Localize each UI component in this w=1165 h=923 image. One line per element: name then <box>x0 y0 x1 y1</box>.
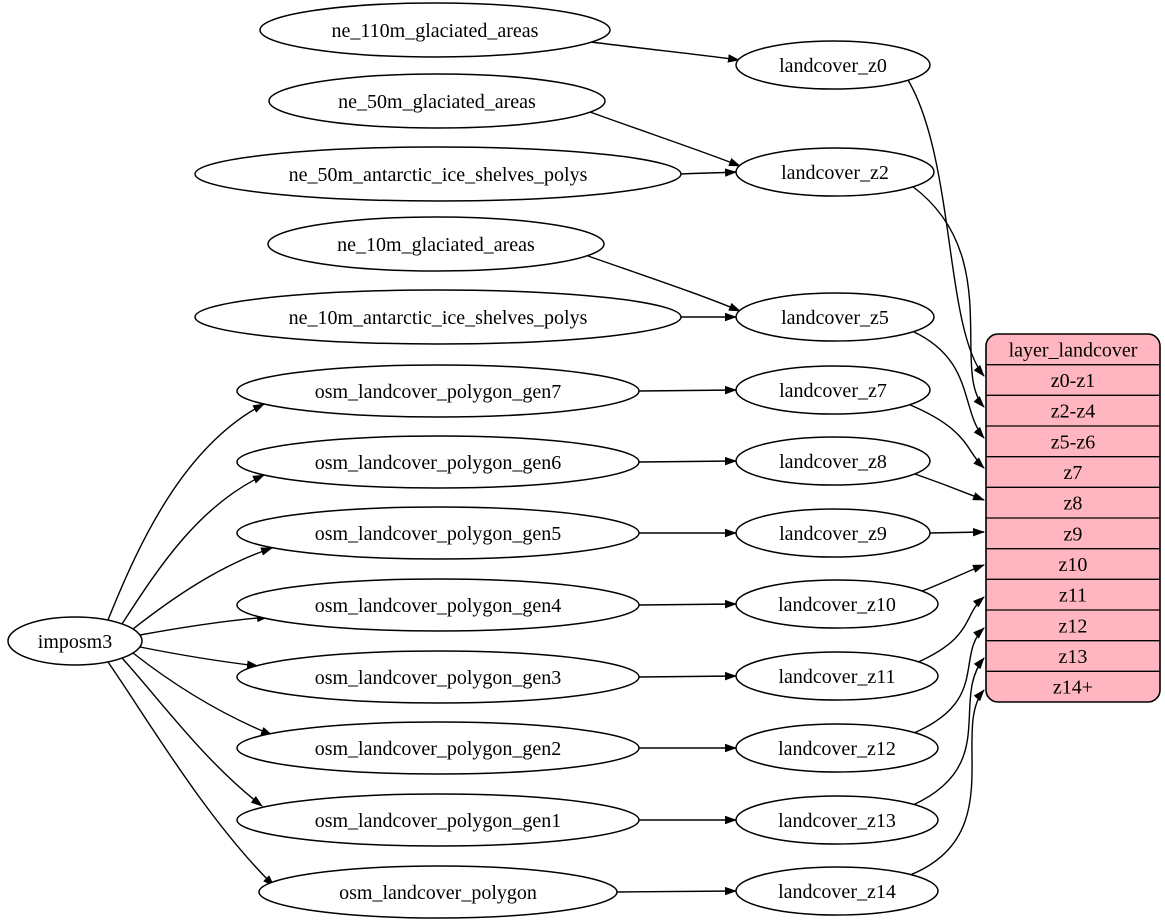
edge-imposm3-to-osm_landcover_polygon <box>107 661 275 887</box>
node-label-osm_landcover_polygon_gen1: osm_landcover_polygon_gen1 <box>315 810 562 832</box>
edge-landcover_z9-to-layer_landcover:z9 <box>929 528 985 537</box>
node-label-ne_10m_antarctic_ice_shelves_polys: ne_10m_antarctic_ice_shelves_polys <box>289 307 588 329</box>
node-osm_landcover_polygon_gen1 <box>236 793 640 847</box>
table-row-z7: z7 <box>1064 462 1083 484</box>
edge-osm_landcover_polygon-to-landcover_z14 <box>616 886 737 896</box>
node-label-ne_110m_glaciated_areas: ne_110m_glaciated_areas <box>332 20 539 42</box>
table-row-z5-z6: z5-z6 <box>1051 431 1095 453</box>
node-label-osm_landcover_polygon_gen3: osm_landcover_polygon_gen3 <box>315 667 562 689</box>
node-landcover_z2 <box>735 147 935 197</box>
edge-osm_landcover_polygon_gen3-to-landcover_z11 <box>638 671 737 681</box>
node-osm_landcover_polygon_gen3 <box>236 650 640 704</box>
node-label-landcover_z10: landcover_z10 <box>778 594 896 616</box>
node-label-landcover_z14: landcover_z14 <box>778 881 896 903</box>
node-landcover_z7 <box>735 365 931 415</box>
table-row-z11: z11 <box>1059 585 1087 607</box>
node-ne_10m_antarctic_ice_shelves_polys <box>194 289 682 345</box>
node-label-landcover_z0: landcover_z0 <box>779 55 887 77</box>
edge-imposm3-to-osm_landcover_polygon_gen4 <box>139 613 269 636</box>
nodes: imposm3 ne_110m_glaciated_areas ne_50m_gla… <box>7 2 939 919</box>
node-label-landcover_z13: landcover_z13 <box>778 810 896 832</box>
edge-landcover_z5-to-layer_landcover:z5-z6 <box>911 330 985 439</box>
edge-landcover_z0-to-layer_landcover:z0-z1 <box>907 79 985 377</box>
node-label-landcover_z2: landcover_z2 <box>781 162 889 184</box>
node-osm_landcover_polygon_gen7 <box>236 364 640 418</box>
node-landcover_z5 <box>735 292 935 342</box>
node-imposm3 <box>7 616 143 666</box>
node-label-ne_50m_glaciated_areas: ne_50m_glaciated_areas <box>338 91 536 113</box>
node-osm_landcover_polygon_gen2 <box>236 721 640 775</box>
node-label-osm_landcover_polygon: osm_landcover_polygon <box>339 882 537 904</box>
node-label-landcover_z7: landcover_z7 <box>779 380 887 402</box>
node-landcover_z11 <box>735 651 939 701</box>
node-label-landcover_z8: landcover_z8 <box>779 451 887 473</box>
node-ne_110m_glaciated_areas <box>259 2 611 58</box>
edge-landcover_z8-to-layer_landcover:z8 <box>914 473 985 501</box>
node-label-landcover_z11: landcover_z11 <box>779 666 896 688</box>
node-label-osm_landcover_polygon_gen4: osm_landcover_polygon_gen4 <box>315 595 562 617</box>
node-landcover_z12 <box>735 723 939 773</box>
table-row-z10: z10 <box>1059 554 1088 576</box>
edge-osm_landcover_polygon_gen6-to-landcover_z8 <box>638 456 737 466</box>
edge-landcover_z2-to-layer_landcover:z2-z4 <box>911 185 985 408</box>
node-label-ne_10m_glaciated_areas: ne_10m_glaciated_areas <box>337 234 535 256</box>
table-row-z13: z13 <box>1059 646 1088 668</box>
edge-imposm3-to-osm_landcover_polygon_gen7 <box>107 403 265 621</box>
edge-imposm3-to-osm_landcover_polygon_gen6 <box>121 474 265 625</box>
node-landcover_z9 <box>735 508 931 558</box>
node-landcover_z10 <box>735 579 939 629</box>
edges <box>107 41 985 896</box>
edge-imposm3-to-osm_landcover_polygon_gen5 <box>132 547 273 630</box>
edge-ne_110m_glaciated_areas-to-landcover_z0 <box>590 41 740 63</box>
table-row-z14+: z14+ <box>1053 677 1093 699</box>
node-landcover_z14 <box>735 866 939 916</box>
node-label-osm_landcover_polygon_gen2: osm_landcover_polygon_gen2 <box>315 738 562 760</box>
node-label-osm_landcover_polygon_gen7: osm_landcover_polygon_gen7 <box>315 381 562 403</box>
node-osm_landcover_polygon <box>258 865 618 919</box>
node-label-landcover_z5: landcover_z5 <box>781 307 889 329</box>
edge-ne_10m_glaciated_areas-to-landcover_z5 <box>587 255 741 312</box>
node-osm_landcover_polygon_gen6 <box>236 435 640 489</box>
table-row-z8: z8 <box>1064 493 1083 515</box>
table-row-z0-z1: z0-z1 <box>1051 370 1095 392</box>
table-row-z9: z9 <box>1064 523 1083 545</box>
edge-landcover_z13-to-layer_landcover:z13 <box>912 657 985 806</box>
edge-imposm3-to-osm_landcover_polygon_gen3 <box>139 646 259 669</box>
node-label-osm_landcover_polygon_gen6: osm_landcover_polygon_gen6 <box>315 452 562 474</box>
node-osm_landcover_polygon_gen4 <box>236 578 640 632</box>
edge-landcover_z14-to-layer_landcover:z14+ <box>909 689 985 876</box>
edge-ne_50m_antarctic_ice_shelves_polys-to-landcover_z2 <box>680 168 737 177</box>
node-label-landcover_z9: landcover_z9 <box>779 523 887 545</box>
node-label-landcover_z12: landcover_z12 <box>778 738 896 760</box>
edge-landcover_z11-to-layer_landcover:z11 <box>915 596 985 664</box>
edge-ne_50m_glaciated_areas-to-landcover_z2 <box>589 111 741 167</box>
node-ne_10m_glaciated_areas <box>267 216 605 272</box>
edge-landcover_z12-to-layer_landcover:z12 <box>913 627 985 734</box>
node-ne_50m_glaciated_areas <box>268 73 606 129</box>
table-row-z12: z12 <box>1059 615 1088 637</box>
node-osm_landcover_polygon_gen5 <box>236 506 640 560</box>
node-label-osm_landcover_polygon_gen5: osm_landcover_polygon_gen5 <box>315 523 562 545</box>
edge-landcover_z10-to-layer_landcover:z10 <box>919 564 985 593</box>
edge-landcover_z7-to-layer_landcover:z7 <box>907 403 985 469</box>
node-landcover_z13 <box>735 795 939 845</box>
node-ne_50m_antarctic_ice_shelves_polys <box>194 146 682 202</box>
edge-osm_landcover_polygon_gen7-to-landcover_z7 <box>638 385 737 395</box>
node-label-imposm3: imposm3 <box>38 631 112 653</box>
edge-osm_landcover_polygon_gen4-to-landcover_z10 <box>638 599 737 609</box>
node-landcover_z0 <box>735 40 931 90</box>
edge-imposm3-to-osm_landcover_polygon_gen2 <box>132 652 273 736</box>
table-layer_landcover: layer_landcover z0-z1 z2-z4 z5-z6 z7 z8 z9 z10 z… <box>985 333 1161 703</box>
node-landcover_z8 <box>735 436 931 486</box>
node-label-ne_50m_antarctic_ice_shelves_polys: ne_50m_antarctic_ice_shelves_polys <box>289 164 588 186</box>
table-header-label: layer_landcover <box>1009 339 1138 361</box>
edge-imposm3-to-osm_landcover_polygon_gen1 <box>121 657 263 807</box>
table-row-z2-z4: z2-z4 <box>1051 401 1095 423</box>
